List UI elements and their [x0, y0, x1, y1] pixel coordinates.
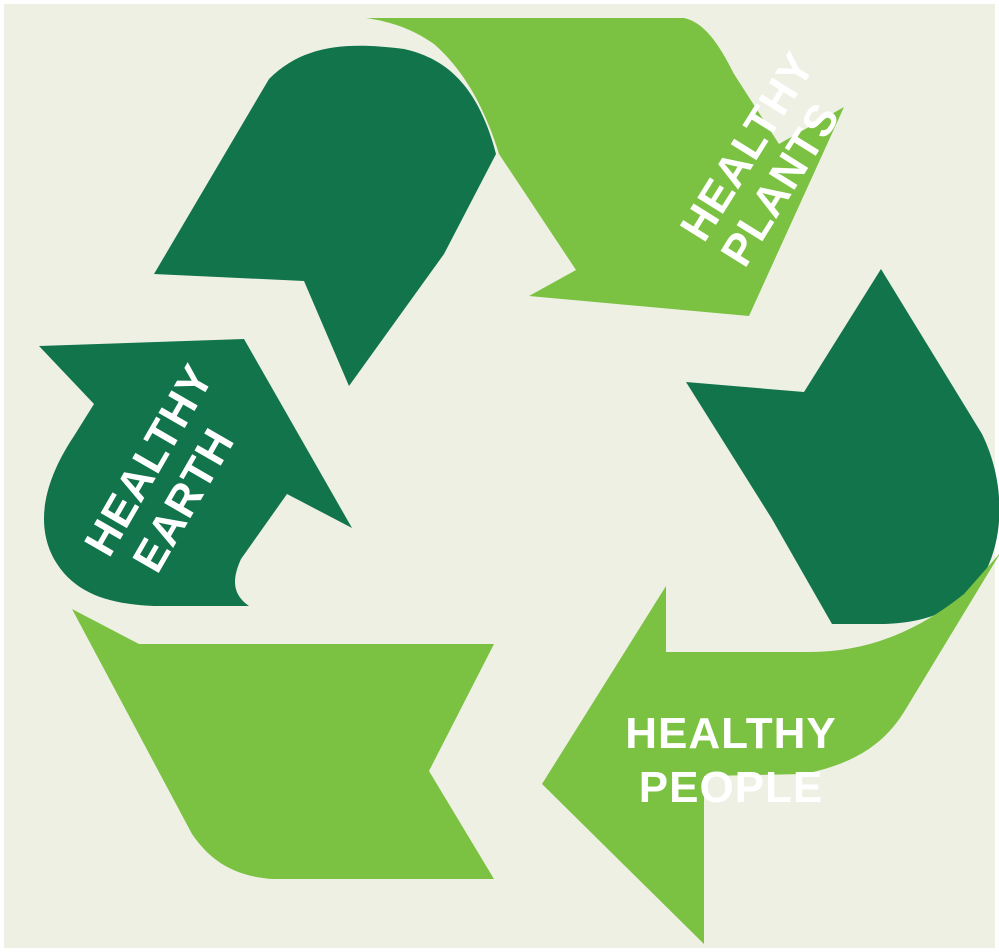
right-dark-segment: [686, 269, 999, 624]
healthy-people-label-line2: PEOPLE: [639, 763, 824, 812]
healthy-people-label-line1: HEALTHY: [625, 709, 837, 758]
healthy-people-arrow: [542, 554, 999, 944]
healthy-earth-arrow: [39, 339, 352, 606]
healthy-plants-arrow: [366, 18, 844, 316]
recycle-symbol: HEALTHY PLANTS HEALTHY EARTH HEALTHY PEO…: [39, 18, 999, 944]
top-left-dark-segment: [154, 45, 496, 386]
bottom-left-light-segment: [72, 609, 494, 879]
